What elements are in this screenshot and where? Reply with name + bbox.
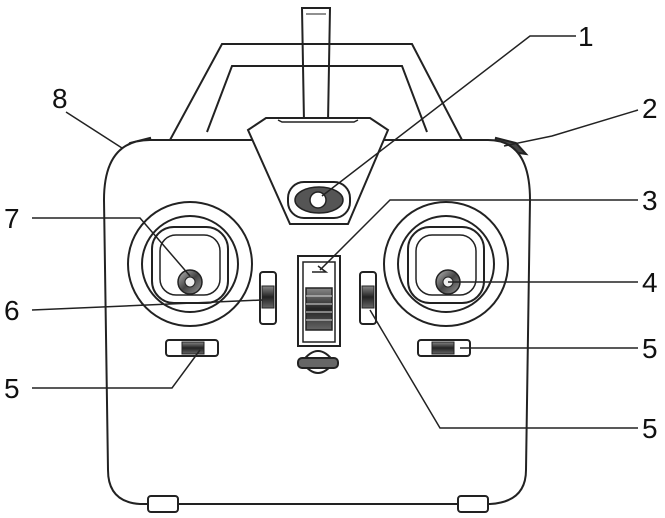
carry-handle: [169, 43, 463, 141]
callout-7: 7: [4, 203, 20, 234]
left-horizontal-trim: [165, 339, 219, 357]
callout-5-right-upper: 5: [642, 333, 658, 364]
right-vertical-trim: [359, 271, 377, 325]
center-top-panel: [246, 117, 390, 225]
callout-8: 8: [52, 83, 68, 114]
foot-right: [457, 495, 489, 513]
right-joystick: [383, 201, 509, 327]
callout-5-right-lower: 5: [642, 413, 658, 444]
callout-5-left: 5: [4, 373, 20, 404]
callout-3: 3: [642, 185, 658, 216]
leader-lines: [31, 35, 639, 429]
center-slide-switch: [297, 255, 341, 347]
center-knob: [297, 350, 339, 374]
callout-1: 1: [578, 21, 594, 52]
left-joystick: [127, 201, 253, 327]
left-vertical-trim: [259, 271, 277, 325]
foot-left: [147, 495, 179, 513]
right-horizontal-trim: [417, 339, 471, 357]
power-button: [287, 181, 351, 219]
callout-6: 6: [4, 295, 20, 326]
callout-4: 4: [642, 267, 658, 298]
callout-2: 2: [642, 93, 658, 124]
